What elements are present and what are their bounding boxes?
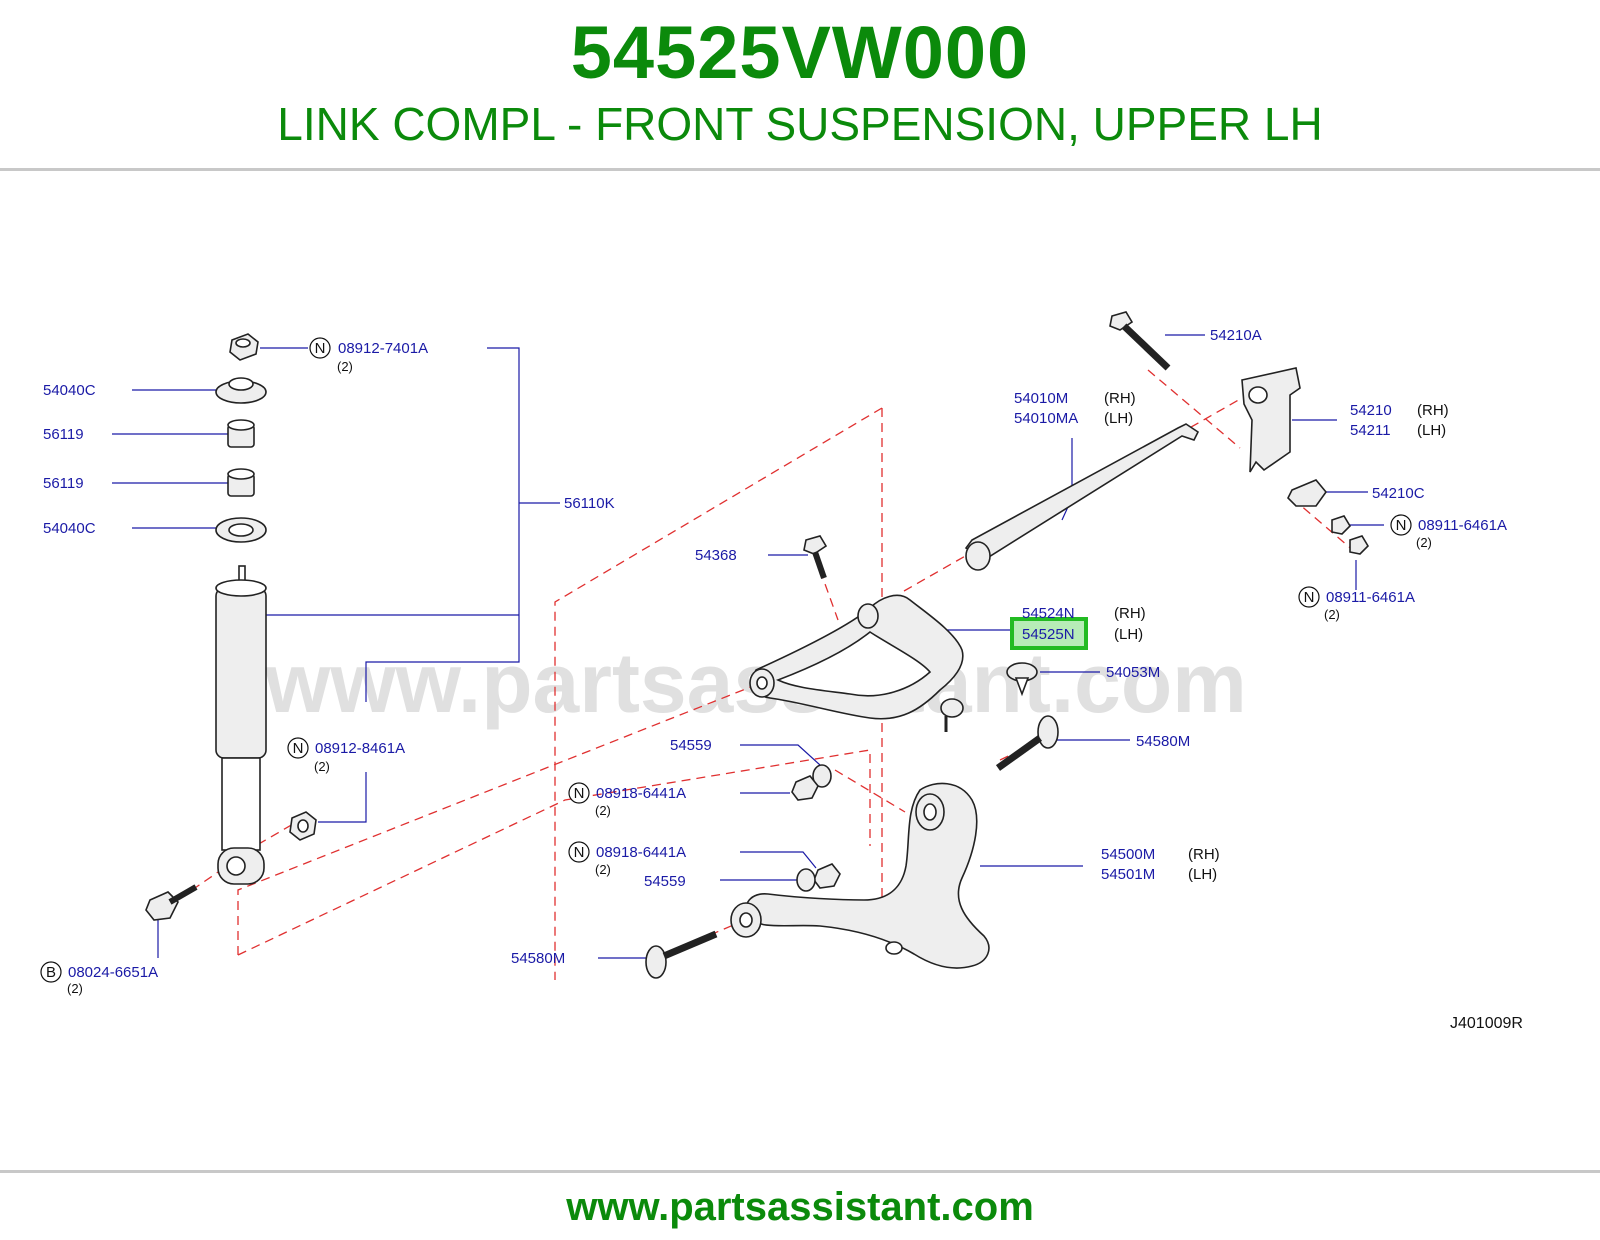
part-bushing-lower (227, 468, 255, 497)
label-54559-upper[interactable]: 54559 (670, 737, 712, 754)
label-54010MA[interactable]: 54010MA (1014, 410, 1078, 427)
label-54501M[interactable]: 54501M (1101, 866, 1155, 883)
part-spacer-54210C (1287, 479, 1328, 507)
part-clip-54053M (1006, 662, 1038, 697)
diagram-code: J401009R (1450, 1015, 1523, 1032)
label-54368[interactable]: 54368 (695, 547, 737, 564)
label-54040C-lower[interactable]: 54040C (43, 520, 96, 537)
label-08918-6441A-lower[interactable]: 08918-6441A (596, 844, 686, 861)
assembly-dash-lines (191, 369, 1356, 980)
part-nut-08918-a (791, 775, 819, 801)
label-54053M[interactable]: 54053M (1106, 664, 1160, 681)
qty-08918-6441A-lower: (2) (595, 862, 611, 877)
part-bracket-54210 (1241, 367, 1301, 473)
header-divider (0, 168, 1600, 171)
prefix-circles (40, 337, 1412, 983)
part-washer-54559-a (812, 764, 832, 788)
qty-08024-6651A: (2) (67, 981, 83, 996)
leader-lines (112, 334, 1384, 959)
part-bolt-54210A (1109, 311, 1171, 371)
part-shock-lower-nut (289, 811, 317, 841)
prefix-n: N (293, 740, 304, 757)
side-lh: (LH) (1114, 626, 1143, 643)
part-nut-08918-b (813, 863, 841, 889)
label-54500M[interactable]: 54500M (1101, 846, 1155, 863)
qty-08911-6461A-lower: (2) (1324, 607, 1340, 622)
label-54210A[interactable]: 54210A (1210, 327, 1262, 344)
side-rh: (RH) (1104, 390, 1136, 407)
prefix-n: N (1304, 589, 1315, 606)
part-insulator-upper (215, 377, 267, 404)
label-08912-8461A[interactable]: 08912-8461A (315, 740, 405, 757)
label-56119-lower[interactable]: 56119 (43, 475, 84, 492)
qty-08912-8461A: (2) (314, 759, 330, 774)
qty-08918-6441A-upper: (2) (595, 803, 611, 818)
part-tension-rod (964, 423, 1200, 571)
label-54580M-left[interactable]: 54580M (511, 950, 565, 967)
part-bolt-54368 (803, 535, 828, 579)
prefix-n: N (574, 844, 585, 861)
label-54010M[interactable]: 54010M (1014, 390, 1068, 407)
part-washer-54559-b (796, 868, 816, 892)
part-shock-absorber (215, 565, 267, 885)
part-bolt-54580M-a (995, 715, 1059, 771)
label-54524N[interactable]: 54524N (1022, 605, 1075, 622)
label-08918-6441A-upper[interactable]: 08918-6441A (596, 785, 686, 802)
part-bushing-upper (227, 419, 255, 448)
label-54040C-upper[interactable]: 54040C (43, 382, 96, 399)
footer-divider (0, 1170, 1600, 1173)
label-54525N[interactable]: 54525N (1022, 626, 1075, 643)
part-shock-bolt (145, 884, 198, 921)
side-rh: (RH) (1417, 402, 1449, 419)
part-upper-link (749, 594, 964, 732)
prefix-b: B (46, 964, 56, 981)
side-rh: (RH) (1114, 605, 1146, 622)
label-08912-7401A[interactable]: 08912-7401A (338, 340, 428, 357)
label-56119-upper[interactable]: 56119 (43, 426, 84, 443)
qty-08912-7401A: (2) (337, 359, 353, 374)
part-number-title: 54525VW000 (570, 11, 1030, 94)
label-54211[interactable]: 54211 (1350, 422, 1391, 439)
part-upper-mount-nut (229, 333, 259, 361)
side-rh: (RH) (1188, 846, 1220, 863)
page-header: 54525VW000 LINK COMPL - FRONT SUSPENSION… (0, 0, 1600, 170)
label-56110K[interactable]: 56110K (564, 495, 615, 512)
label-54210C[interactable]: 54210C (1372, 485, 1425, 502)
side-lh: (LH) (1188, 866, 1217, 883)
highlight-box (1010, 617, 1088, 650)
part-bolt-54580M-b (645, 930, 718, 979)
qty-08911-6461A-upper: (2) (1416, 535, 1432, 550)
part-lower-link (730, 782, 990, 969)
prefix-n: N (1396, 517, 1407, 534)
part-description: LINK COMPL - FRONT SUSPENSION, UPPER LH (277, 98, 1323, 150)
side-lh: (LH) (1104, 410, 1133, 427)
label-08024-6651A[interactable]: 08024-6651A (68, 964, 158, 981)
label-08911-6461A-lower[interactable]: 08911-6461A (1326, 589, 1415, 606)
label-54559-lower[interactable]: 54559 (644, 873, 686, 890)
label-54580M-right[interactable]: 54580M (1136, 733, 1190, 750)
prefix-n: N (574, 785, 585, 802)
side-lh: (LH) (1417, 422, 1446, 439)
part-nut-08911-b (1349, 535, 1370, 555)
footer-url[interactable]: www.partsassistant.com (566, 1185, 1034, 1229)
prefix-n: N (315, 340, 326, 357)
part-nut-08911-a (1331, 515, 1352, 535)
label-54210[interactable]: 54210 (1350, 402, 1392, 419)
part-insulator-lower (215, 517, 267, 543)
label-08911-6461A-upper[interactable]: 08911-6461A (1418, 517, 1507, 534)
